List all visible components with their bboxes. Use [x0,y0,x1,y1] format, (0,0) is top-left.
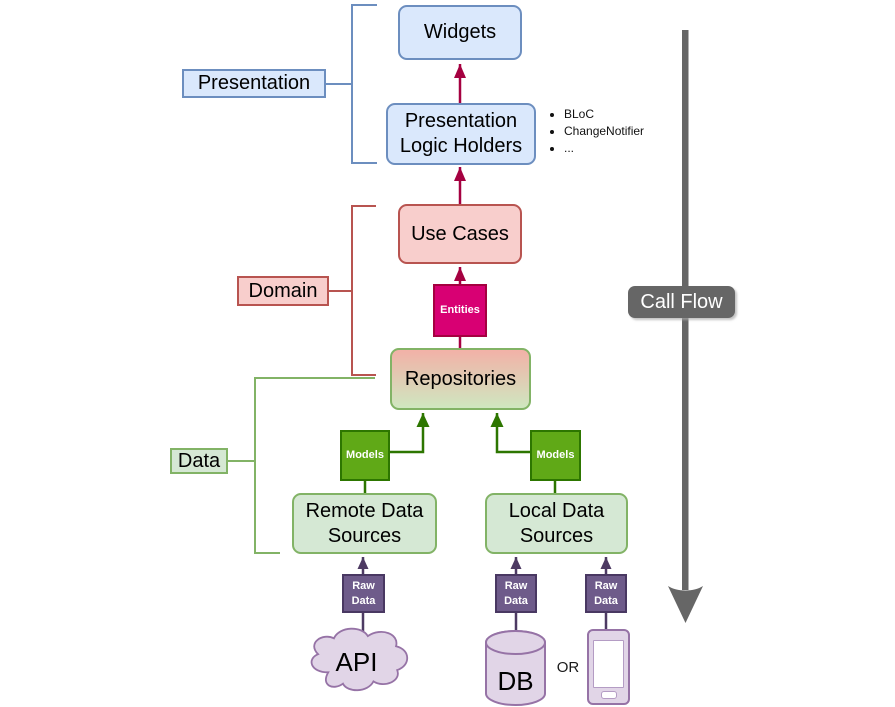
node-widgets: Widgets [398,5,522,60]
plh-example-ellipsis: ... [564,140,704,157]
node-raw-data-api: Raw Data [342,574,385,613]
or-label: OR [556,659,580,676]
node-use-cases: Use Cases [398,204,522,264]
purple-arrows [357,557,612,636]
node-entities: Entities [433,284,487,337]
layer-label-data: Data [170,448,228,474]
bracket-data [228,377,375,554]
db-cylinder-icon [485,630,546,706]
green-arrows [363,413,557,493]
arrow-remote-to-repositories [390,413,430,454]
layer-label-presentation: Presentation [182,69,326,98]
plh-examples-list: BLoC ChangeNotifier ... [550,106,704,157]
api-label: API [335,647,378,677]
bracket-presentation [326,4,377,164]
bracket-domain [329,205,376,376]
layer-label-domain: Domain [237,276,329,306]
plh-example-changenotifier: ChangeNotifier [564,123,704,140]
device-phone-icon [587,629,630,705]
node-repositories: Repositories [390,348,531,410]
node-raw-data-db: Raw Data [495,574,537,613]
node-models-local: Models [530,430,581,481]
phone-home-button [600,691,617,699]
node-models-remote: Models [340,430,390,481]
phone-screen [593,640,624,688]
node-remote-data-sources: Remote Data Sources [292,493,437,554]
db-label: DB [497,666,534,696]
node-presentation-logic-holders: Presentation Logic Holders [386,103,536,165]
arrow-local-to-repositories [490,413,530,454]
api-cloud-icon [310,627,409,692]
call-flow-label: Call Flow [628,286,735,318]
plh-example-bloc: BLoC [564,106,704,123]
node-raw-data-device: Raw Data [585,574,627,613]
node-local-data-sources: Local Data Sources [485,493,628,554]
